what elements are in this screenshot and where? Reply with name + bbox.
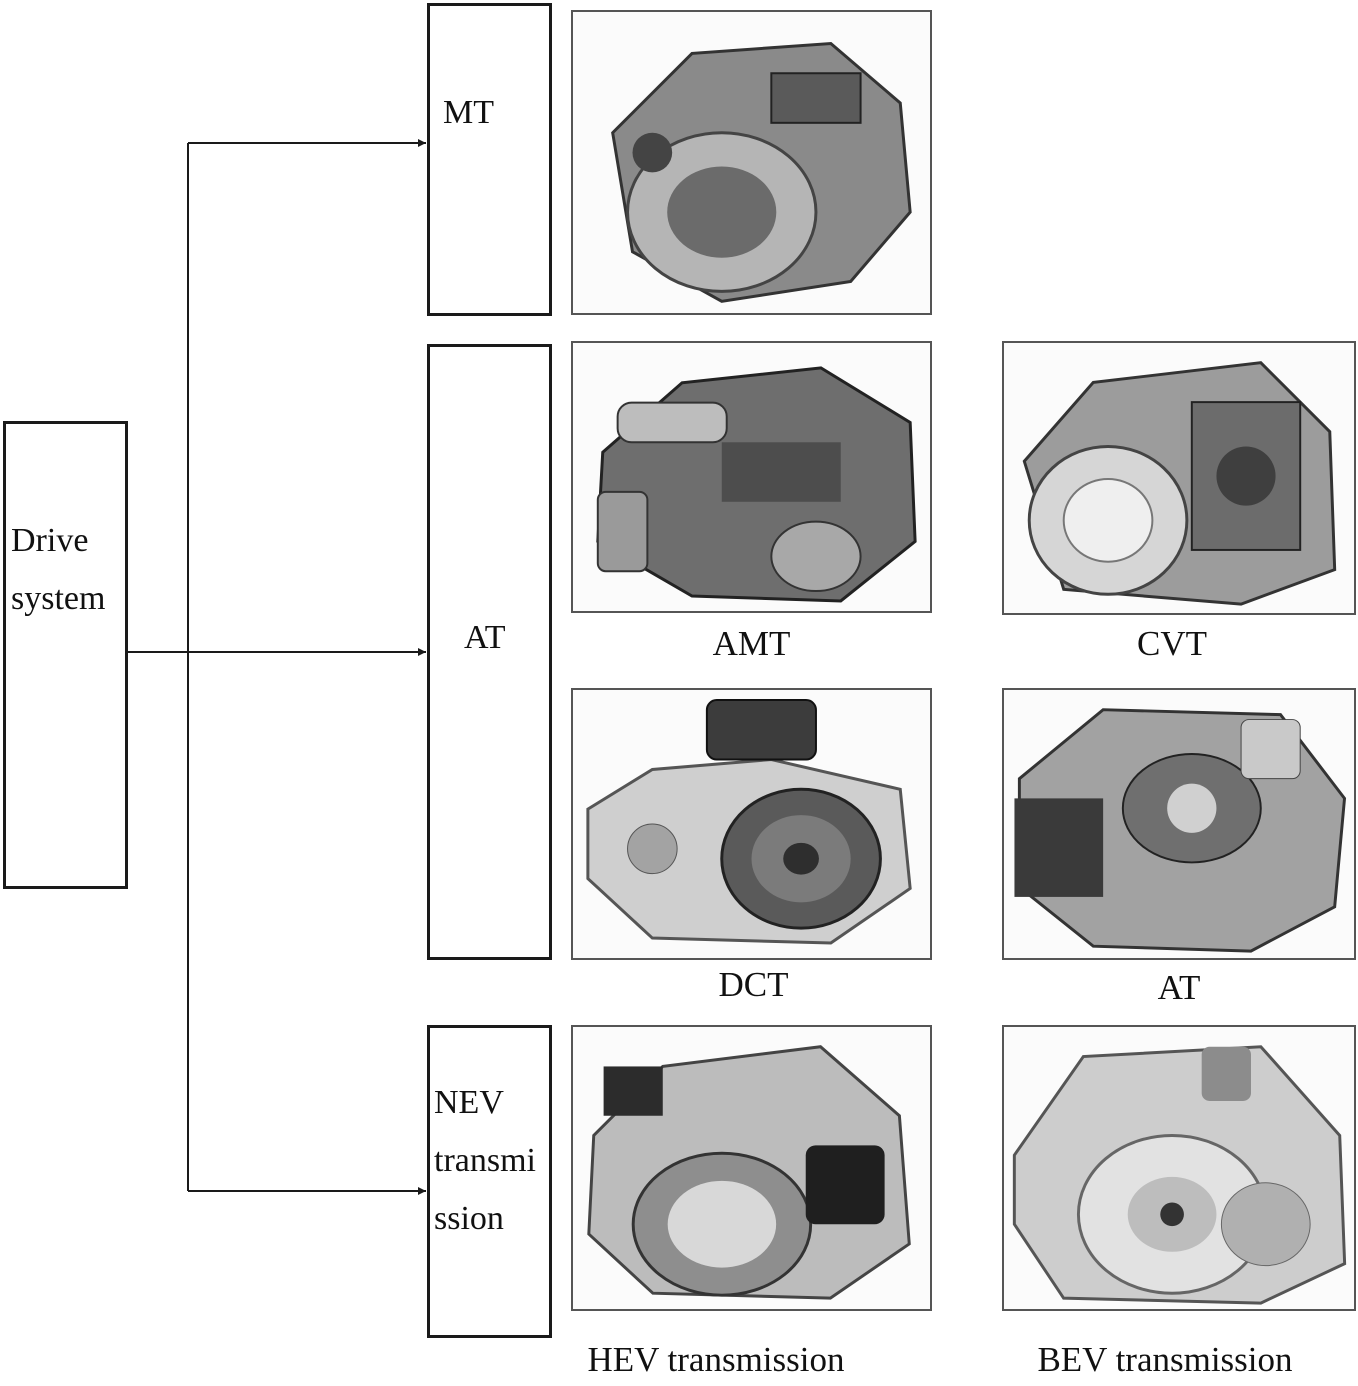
at-category-box: AT	[427, 344, 552, 960]
cvt-caption: CVT	[1137, 624, 1207, 663]
amt-image	[571, 341, 932, 613]
automatic-transmission-icon	[1014, 708, 1347, 953]
at-transmission-image	[1002, 688, 1356, 960]
mt-transmission-image	[571, 10, 932, 315]
amt-caption: AMT	[712, 624, 791, 663]
cvt-image	[1002, 341, 1356, 615]
amt-transmission-icon	[596, 366, 917, 603]
bev-caption: BEV transmission	[1037, 1340, 1293, 1379]
hev-transmission-image	[571, 1025, 932, 1311]
hev-transmission-icon	[587, 1045, 911, 1300]
manual-transmission-icon	[611, 41, 912, 303]
nev-category-box: NEV transmi ssion	[427, 1025, 552, 1338]
dct-transmission-icon	[586, 699, 912, 945]
at-caption: AT	[1157, 968, 1201, 1007]
nev-category-label: NEV transmi ssion	[434, 1084, 536, 1237]
drive-system-label: Drive system	[11, 522, 106, 617]
bev-transmission-icon	[1012, 1045, 1347, 1305]
at-category-label: AT	[464, 619, 506, 656]
dct-caption: DCT	[718, 965, 789, 1004]
drive-system-box: Drive system	[3, 421, 128, 889]
hev-caption: HEV transmission	[587, 1340, 845, 1379]
cvt-transmission-icon	[1022, 361, 1337, 606]
mt-category-label: MT	[443, 94, 494, 131]
mt-category-box: MT	[427, 3, 552, 316]
bev-transmission-image	[1002, 1025, 1356, 1311]
dct-image	[571, 688, 932, 960]
